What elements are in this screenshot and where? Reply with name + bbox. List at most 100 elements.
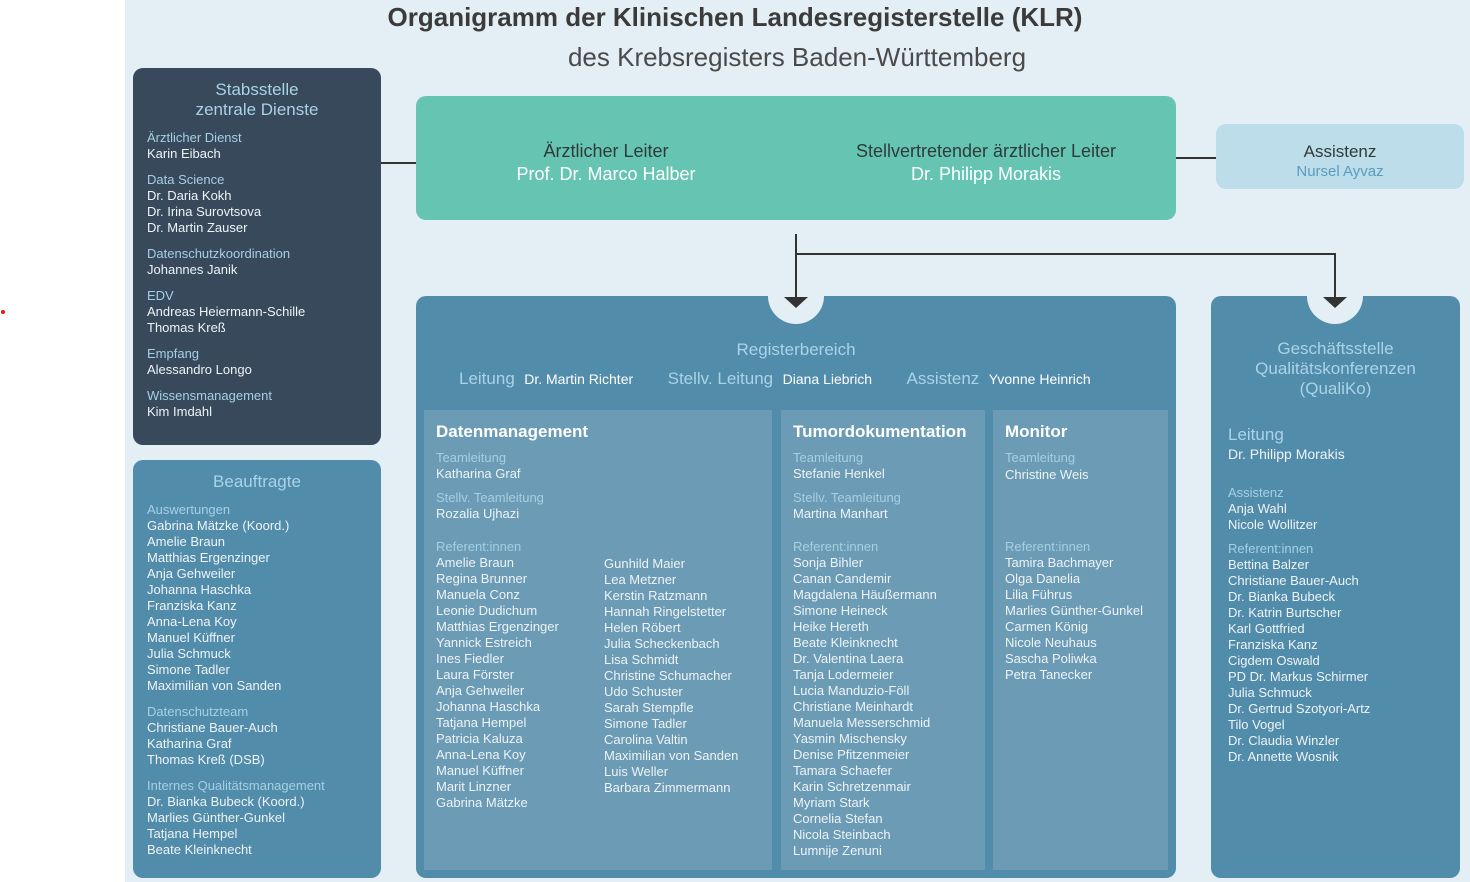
assistant-box: Assistenz Nursel Ayvaz	[1216, 124, 1464, 189]
person-name: Cornelia Stefan	[793, 811, 883, 826]
section-label: Wissensmanagement	[147, 388, 272, 403]
person-name: Anna-Lena Koy	[436, 747, 526, 762]
person-name: Tamara Schaefer	[793, 763, 892, 778]
arrow-down-icon	[1323, 297, 1347, 308]
assistant-label: Assistenz	[1303, 142, 1377, 161]
person-name: Dr. Martin Zauser	[147, 220, 248, 235]
person-name: Beate Kleinknecht	[147, 842, 252, 857]
person-name: Simone Heineck	[793, 603, 888, 618]
person-name: Sarah Stempfle	[604, 700, 694, 715]
deputy-name: Diana Liebrich	[782, 371, 873, 387]
person-name: Karin Schretzenmair	[793, 779, 911, 794]
datenmanagement-title: Datenmanagement	[436, 422, 589, 441]
person-name: Johanna Haschka	[147, 582, 252, 597]
teamlead-name: Stefanie Henkel	[793, 466, 885, 481]
person-name: Franziska Kanz	[1228, 637, 1318, 652]
person-name: Maximilian von Sanden	[604, 748, 739, 763]
person-name: Petra Tanecker	[1005, 667, 1093, 682]
person-name: Dr. Annette Wosnik	[1228, 749, 1339, 764]
medical-director-name: Prof. Dr. Marco Halber	[516, 164, 696, 184]
section-label: Empfang	[147, 346, 200, 361]
person-name: Matthias Ergenzinger	[147, 550, 270, 565]
person-name: Manuel Küffner	[436, 763, 524, 778]
person-name: Dr. Claudia Winzler	[1228, 733, 1340, 748]
person-name: Lumnije Zenuni	[793, 843, 882, 858]
person-name: Christiane Bauer-Auch	[1228, 573, 1359, 588]
stabsstelle-title-2: zentrale Dienste	[195, 100, 319, 119]
connector-line	[1176, 157, 1216, 159]
referents-label: Referent:innen	[1005, 539, 1091, 554]
assistant-name: Nursel Ayvaz	[1296, 163, 1384, 180]
page-subtitle: des Krebsregisters Baden-Württemberg	[567, 42, 1027, 72]
assist-name: Yvonne Heinrich	[988, 371, 1091, 387]
person-name: Canan Candemir	[793, 571, 892, 586]
person-name: Karl Gottfried	[1228, 621, 1305, 636]
datenmanagement-panel: Datenmanagement Teamleitung Katharina Gr…	[424, 410, 772, 870]
person-name: Yasmin Mischensky	[793, 731, 907, 746]
section-label: EDV	[147, 288, 174, 303]
section-label: Datenschutzkoordination	[147, 246, 291, 261]
person-name: Simone Tadler	[604, 716, 687, 731]
person-name: Tatjana Hempel	[436, 715, 527, 730]
person-name: Manuela Messerschmid	[793, 715, 931, 730]
qualiko-title-3: (QualiKo)	[1299, 379, 1372, 398]
person-name: Luis Weller	[604, 764, 669, 779]
person-name: Karin Eibach	[147, 146, 221, 161]
person-name: Heike Hereth	[793, 619, 869, 634]
referents-label: Referent:innen	[436, 539, 522, 554]
qualiko-title-2: Qualitätskonferenzen	[1255, 359, 1416, 378]
person-name: Dr. Irina Surovtsova	[147, 204, 262, 219]
section-label: Auswertungen	[147, 502, 231, 517]
person-name: Julia Scheckenbach	[604, 636, 720, 651]
person-name: Manuela Conz	[436, 587, 520, 602]
person-name: Marit Linzner	[436, 779, 512, 794]
section-label: Data Science	[147, 172, 225, 187]
person-name: Ines Fiedler	[436, 651, 504, 666]
assist-label: Assistenz	[906, 369, 980, 388]
person-name: Anja Wahl	[1228, 501, 1287, 516]
section-label: Ärztlicher Dienst	[147, 130, 242, 145]
person-name: Nicole Wollitzer	[1228, 517, 1318, 532]
person-name: Carolina Valtin	[604, 732, 688, 747]
deputy-teamlead-name: Rozalia Ujhazi	[436, 506, 520, 521]
deputy-director-label: Stellvertretender ärztlicher Leiter	[855, 141, 1117, 161]
person-name: Matthias Ergenzinger	[436, 619, 559, 634]
person-name: Cigdem Oswald	[1228, 653, 1320, 668]
person-name: Olga Danelia	[1005, 571, 1081, 586]
person-name: Gabrina Mätzke (Koord.)	[147, 518, 290, 533]
section-label: Internes Qualitätsmanagement	[147, 778, 325, 793]
person-name: Beate Kleinknecht	[793, 635, 898, 650]
teamlead-name: Katharina Graf	[436, 466, 521, 481]
arrow-down-icon	[784, 297, 808, 308]
tumordoku-title: Tumordokumentation	[793, 422, 967, 441]
person-name: Leonie Dudichum	[436, 603, 538, 618]
person-name: Julia Schmuck	[147, 646, 231, 661]
person-name: Lucia Manduzio-Föll	[793, 683, 910, 698]
person-name: Laura Förster	[436, 667, 515, 682]
person-name: Patricia Kaluza	[436, 731, 523, 746]
person-name: Dr. Bianka Bubeck	[1228, 589, 1335, 604]
person-name: Tanja Lodermeier	[793, 667, 894, 682]
person-name: Anna-Lena Koy	[147, 614, 237, 629]
monitor-panel: Monitor Teamleitung Christine Weis Refer…	[993, 410, 1168, 870]
tumordoku-panel: Tumordokumentation Teamleitung Stefanie …	[781, 410, 985, 870]
person-name: Helen Röbert	[604, 620, 681, 635]
deputy-director-name: Dr. Philipp Morakis	[910, 164, 1062, 184]
person-name: Johanna Haschka	[436, 699, 541, 714]
deputy-teamlead-name: Martina Manhart	[793, 506, 888, 521]
person-name: Carmen König	[1005, 619, 1089, 634]
qualiko-title: Geschäftsstelle	[1277, 339, 1394, 358]
person-name: Marlies Günther-Gunkel	[1005, 603, 1143, 618]
person-name: Thomas Kreß (DSB)	[147, 752, 265, 767]
